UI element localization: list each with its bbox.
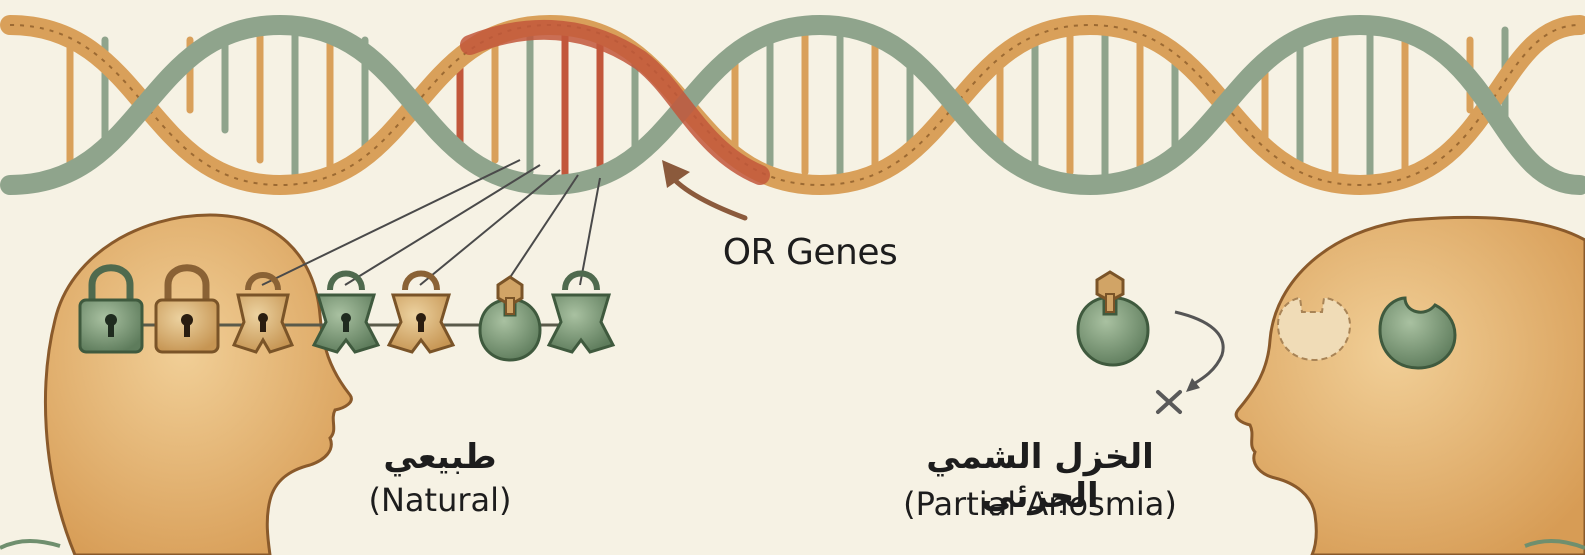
vine-decoration-left: [0, 541, 60, 548]
dna-helix-icon: [10, 22, 1580, 185]
dna-strand-b: [10, 25, 1580, 185]
odorant-key-icon: [480, 277, 540, 360]
dna-strand-a: [10, 25, 1580, 185]
natural-label-english: (Natural): [330, 482, 550, 519]
head-silhouette-right: [1236, 217, 1585, 555]
keyhole-receptor-icon-green-2: [549, 274, 613, 353]
natural-label-arabic: طبيعي: [330, 438, 550, 477]
dna-strand-red-segment: [470, 30, 760, 175]
dna-strand-a-edge: [10, 25, 1580, 185]
floating-receptor-with-key: [1078, 272, 1148, 365]
arrow-to-head: [1175, 312, 1223, 385]
blocked-x-icon: [1158, 392, 1180, 412]
anosmia-label-english: (Partial Anosmia): [870, 486, 1210, 523]
head-silhouette-icon: [45, 215, 351, 555]
or-genes-label: OR Genes: [705, 232, 915, 273]
